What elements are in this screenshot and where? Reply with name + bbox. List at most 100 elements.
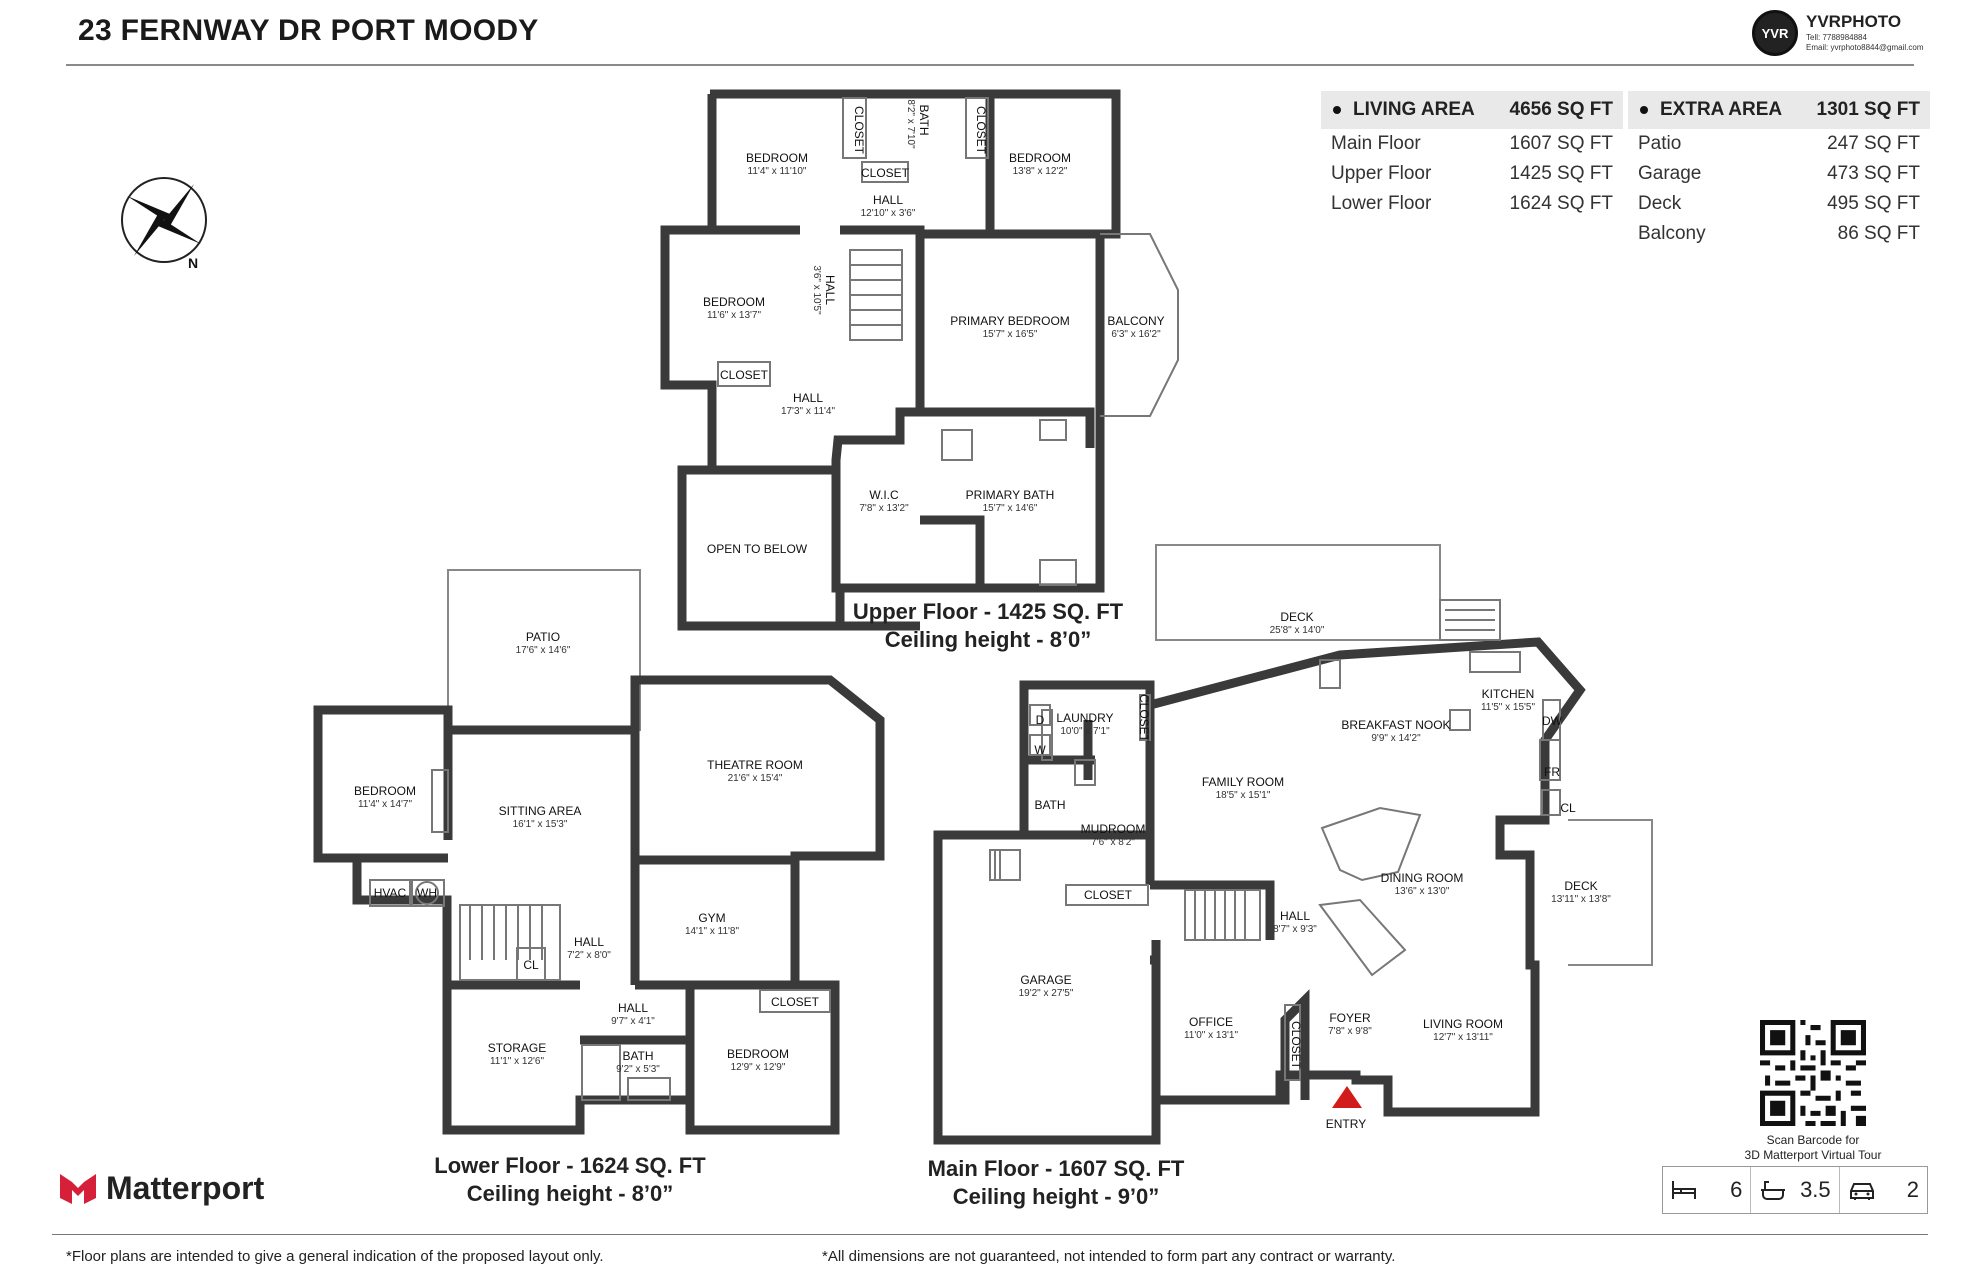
area-row-name: Main Floor	[1331, 133, 1421, 154]
car-icon	[1849, 1183, 1874, 1200]
area-row-value: 1624 SQ FT	[1509, 193, 1614, 214]
room-label: PRIMARY BATH	[966, 488, 1055, 502]
area-row: Upper Floor 1425 SQ FT	[1321, 159, 1623, 189]
lower-floor-ceiling: Ceiling height - 8’0”	[466, 1181, 674, 1206]
room-dimensions: 6'3" x 16'2"	[1111, 329, 1161, 340]
room-label: BATH	[622, 1049, 653, 1063]
living-area-table: LIVING AREA 4656 SQ FT Main Floor 1607 SQ…	[1321, 91, 1623, 219]
room-label: HALL	[574, 935, 604, 949]
area-row-value: 1607 SQ FT	[1509, 133, 1614, 154]
qr-caption-line2: 3D Matterport Virtual Tour	[1744, 1148, 1882, 1162]
room-label: LAUNDRY	[1056, 711, 1113, 725]
room-label: DECK	[1280, 610, 1313, 624]
brand-name: YVRPHOTO	[1806, 12, 1902, 31]
room-label: OFFICE	[1189, 1015, 1233, 1029]
room-label: HALL	[793, 391, 823, 405]
room-dimensions: 21'6" x 15'4"	[728, 773, 783, 784]
main-floor-caption: Main Floor - 1607 SQ. FT Ceiling height …	[896, 1155, 1216, 1211]
area-row-value: 1425 SQ FT	[1509, 163, 1614, 184]
room-dimensions: 7'2" x 8'0"	[567, 950, 611, 961]
room-dimensions: 13'8" x 12'2"	[1013, 166, 1068, 177]
area-row: Lower Floor 1624 SQ FT	[1321, 189, 1623, 219]
extra-area-header: EXTRA AREA 1301 SQ FT	[1628, 91, 1930, 129]
room-dimensions: 8'7" x 9'3"	[1273, 924, 1317, 935]
room-label: THEATRE ROOM	[707, 758, 803, 772]
room-label: CLOSET	[861, 166, 910, 180]
room-label: DW	[1542, 714, 1563, 728]
room-label: GARAGE	[1020, 973, 1071, 987]
bedrooms-count: 6	[1730, 1177, 1743, 1202]
footer-rule	[52, 1234, 1928, 1235]
room-label: HVAC	[374, 886, 407, 900]
extra-area-total: 1301 SQ FT	[1816, 99, 1921, 120]
room-label: FAMILY ROOM	[1202, 775, 1284, 789]
room-label: W	[1034, 743, 1046, 757]
room-dimensions: 11'5" x 15'5"	[1481, 702, 1536, 713]
room-dimensions: 13'11" x 13'8"	[1551, 894, 1611, 905]
room-label: HALL	[1280, 909, 1310, 923]
page-title: 23 FERNWAY DR PORT MOODY	[78, 14, 539, 47]
compass-icon: N	[121, 177, 207, 271]
room-label: GYM	[698, 911, 725, 925]
room-label: HALL	[618, 1001, 648, 1015]
room-label: FR	[1544, 765, 1560, 779]
room-label: CLOSET	[1289, 1021, 1303, 1070]
room-dimensions: 12'7" x 13'11"	[1433, 1032, 1493, 1043]
area-row-value: 473 SQ FT	[1827, 163, 1920, 184]
upper-floor-area: Upper Floor - 1425 SQ. FT	[852, 599, 1124, 624]
room-dimensions: 11'1" x 12'6"	[490, 1056, 545, 1067]
room-dimensions: 17'3" x 11'4"	[781, 406, 836, 417]
area-row-name: Lower Floor	[1331, 193, 1432, 214]
upper-floor-caption: Upper Floor - 1425 SQ. FT Ceiling height…	[828, 598, 1148, 654]
compass-north-label: N	[188, 255, 198, 271]
living-area-total: 4656 SQ FT	[1509, 99, 1614, 120]
room-label: BEDROOM	[1009, 151, 1071, 165]
main-floor-plan: DECK 25'8" x 14'0" LAUNDRY 10'0" x 7'1" …	[933, 544, 1653, 1145]
room-label: D	[1036, 713, 1045, 727]
room-label: HALL	[873, 193, 903, 207]
room-dimensions: 15'7" x 14'6"	[983, 503, 1038, 514]
area-row-name: Garage	[1638, 163, 1702, 184]
room-label: CLOSET	[771, 995, 820, 1009]
area-row-name: Upper Floor	[1331, 163, 1432, 184]
room-dimensions: 12'10" x 3'6"	[861, 208, 916, 219]
extra-area-label: EXTRA AREA	[1660, 99, 1783, 120]
room-label: WH	[417, 886, 437, 900]
bathrooms-count: 3.5	[1800, 1177, 1831, 1202]
bullet-icon	[1333, 105, 1341, 114]
room-label: BALCONY	[1107, 314, 1164, 328]
room-dimensions: 25'8" x 14'0"	[1270, 625, 1325, 636]
room-label: CLOSET	[1137, 694, 1151, 743]
room-dimensions: 17'6" x 14'6"	[516, 645, 571, 656]
room-dimensions: 15'7" x 16'5"	[983, 329, 1038, 340]
room-label: BEDROOM	[727, 1047, 789, 1061]
footnote-right: *All dimensions are not guaranteed, not …	[822, 1248, 1396, 1265]
brand-logo: YVR	[1752, 10, 1798, 56]
area-row-name: Balcony	[1638, 223, 1706, 244]
room-label: STORAGE	[488, 1041, 546, 1055]
room-label: LIVING ROOM	[1423, 1017, 1503, 1031]
room-label: BATH	[1034, 798, 1065, 812]
entry-arrow-icon	[1332, 1086, 1362, 1108]
room-label: DECK	[1564, 879, 1597, 893]
qr-code-icon[interactable]	[1760, 1020, 1866, 1126]
room-dimensions: 13'6" x 13'0"	[1395, 886, 1450, 897]
entry-label: ENTRY	[1326, 1117, 1366, 1131]
matterport-brand: Matterport	[106, 1170, 265, 1206]
room-label: BEDROOM	[354, 784, 416, 798]
room-label: CL	[1560, 801, 1576, 815]
room-label: CLOSET	[852, 106, 866, 155]
room-dimensions: 7'8" x 13'2"	[859, 503, 909, 514]
living-area-header: LIVING AREA 4656 SQ FT	[1321, 91, 1623, 129]
room-label: PRIMARY BEDROOM	[950, 314, 1070, 328]
bed-icon	[1672, 1181, 1696, 1199]
upper-floor-ceiling: Ceiling height - 8’0”	[884, 627, 1092, 652]
room-dimensions: 11'6" x 13'7"	[707, 310, 762, 321]
main-floor-ceiling: Ceiling height - 9’0”	[952, 1184, 1160, 1209]
area-row-value: 495 SQ FT	[1827, 193, 1920, 214]
room-dimensions: 12'9" x 12'9"	[731, 1062, 786, 1073]
room-label: DINING ROOM	[1381, 871, 1464, 885]
